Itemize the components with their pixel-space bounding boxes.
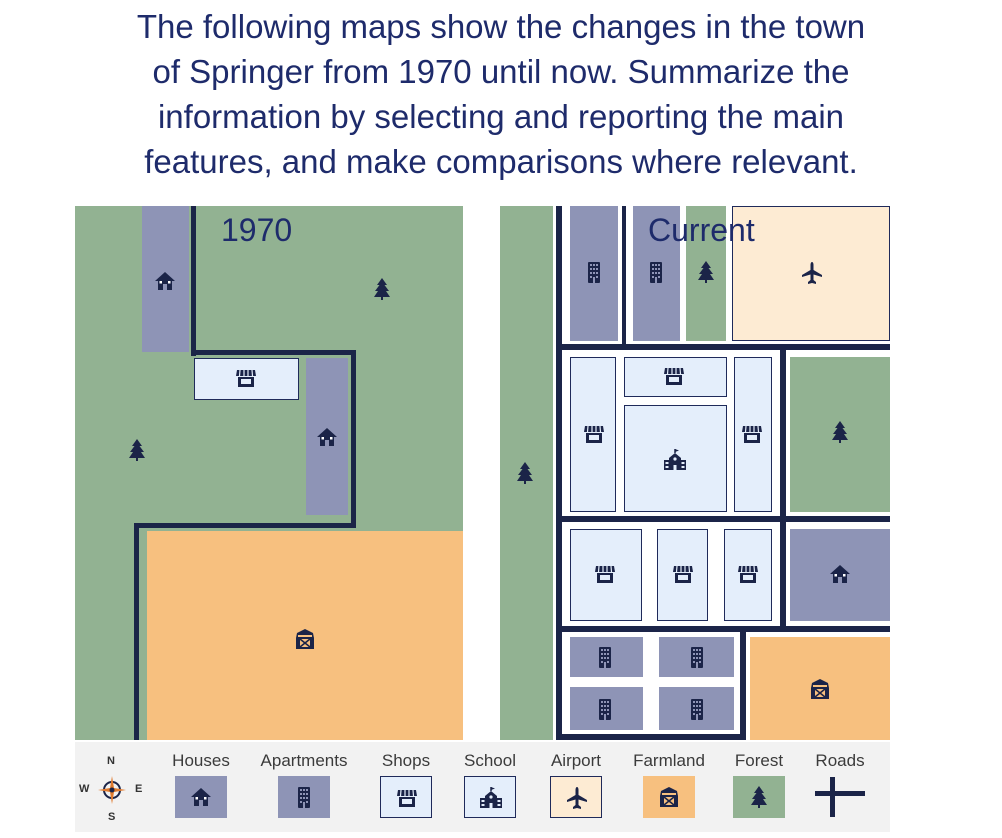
- airplane-icon: [565, 786, 589, 810]
- road: [560, 348, 784, 350]
- house-icon: [189, 785, 213, 809]
- road: [556, 344, 890, 350]
- airplane-icon: [800, 261, 824, 285]
- tree-icon: [747, 785, 771, 809]
- shops-area: [194, 358, 299, 400]
- legend-swatch-shops: [380, 776, 432, 818]
- tree-icon: [828, 420, 852, 444]
- legend-label-farmland: Farmland: [633, 751, 705, 770]
- legend-label-shops: Shops: [381, 751, 431, 770]
- compass-east: E: [135, 783, 143, 795]
- house-icon: [828, 562, 852, 586]
- road: [134, 523, 356, 528]
- legend-swatch-roads: [814, 776, 866, 818]
- road: [780, 344, 786, 632]
- tree-icon: [694, 260, 718, 284]
- road: [622, 206, 626, 346]
- legend-label-airport: Airport: [550, 751, 602, 770]
- shop-icon: [234, 366, 258, 390]
- compass-south: S: [108, 811, 116, 823]
- shop-icon: [671, 562, 695, 586]
- map-title-current: Current: [648, 212, 755, 248]
- compass-icon: [97, 775, 127, 805]
- apartment-icon: [685, 697, 709, 721]
- barn-icon: [657, 785, 681, 809]
- road: [351, 350, 356, 527]
- legend-swatch-school: [464, 776, 516, 818]
- prompt-line-3: information by selecting and reporting t…: [157, 98, 845, 135]
- legend-swatch-farmland: [643, 776, 695, 818]
- barn-icon: [808, 677, 832, 701]
- map-title-1970: 1970: [221, 212, 293, 248]
- school-icon: [663, 448, 687, 472]
- legend-label-apartments: Apartments: [260, 751, 348, 770]
- school-icon: [479, 786, 503, 810]
- compass-north: N: [107, 755, 115, 767]
- tree-icon: [513, 461, 537, 485]
- apartment-icon: [292, 785, 316, 809]
- legend-label-school: School: [464, 751, 516, 770]
- road: [556, 516, 890, 522]
- legend-swatch-airport: [550, 776, 602, 818]
- prompt-line-4: features, and make comparisons where rel…: [144, 143, 858, 180]
- tree-icon: [125, 438, 149, 462]
- shop-icon: [740, 422, 764, 446]
- road: [134, 523, 139, 740]
- apartment-icon: [593, 697, 617, 721]
- legend-label-houses: Houses: [172, 751, 230, 770]
- task-prompt: The following maps show the changes in t…: [20, 4, 982, 184]
- road: [556, 206, 562, 740]
- legend-swatch-forest: [733, 776, 785, 818]
- road: [191, 350, 355, 355]
- prompt-line-2: of Springer from 1970 until now. Summari…: [152, 53, 850, 90]
- legend-swatch-houses: [175, 776, 227, 818]
- road: [556, 626, 890, 632]
- road-cross-icon: [815, 777, 865, 817]
- barn-icon: [293, 627, 317, 651]
- road: [740, 626, 746, 740]
- legend-swatch-apartments: [278, 776, 330, 818]
- prompt-line-1: The following maps show the changes in t…: [136, 8, 866, 45]
- house-icon: [315, 425, 339, 449]
- tree-icon: [370, 277, 394, 301]
- road: [191, 206, 196, 356]
- shop-icon: [395, 786, 419, 810]
- apartment-icon: [582, 260, 606, 284]
- shop-icon: [662, 364, 686, 388]
- compass-west: W: [79, 783, 90, 795]
- legend-label-forest: Forest: [734, 751, 784, 770]
- shop-icon: [593, 562, 617, 586]
- legend-label-roads: Roads: [815, 751, 865, 770]
- house-icon: [153, 269, 177, 293]
- apartment-icon: [593, 645, 617, 669]
- shop-icon: [736, 562, 760, 586]
- road: [556, 734, 746, 740]
- apartment-icon: [644, 260, 668, 284]
- apartment-icon: [685, 645, 709, 669]
- shop-icon: [582, 422, 606, 446]
